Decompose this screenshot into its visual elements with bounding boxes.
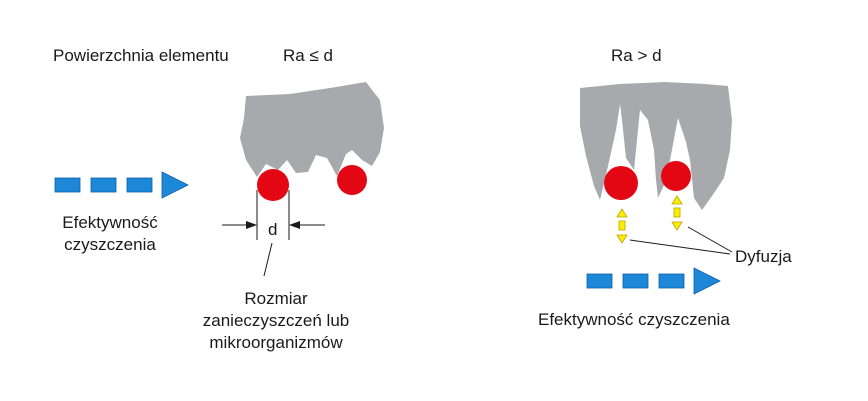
- dimension-arrow-left-head: [246, 221, 257, 229]
- diffusion-arrow-1: [616, 208, 628, 244]
- diffusion-leader-1: [629, 239, 731, 255]
- flow-dash-2: [90, 177, 117, 193]
- particle-right-1: [604, 166, 638, 200]
- condition-label-left: Ra ≤ d: [283, 46, 333, 65]
- size-leader-line: [263, 242, 273, 277]
- flow-label-left: Efektywność czyszczenia: [50, 212, 170, 256]
- size-label: Rozmiar zanieczyszczeń lub mikroorganizm…: [176, 288, 376, 354]
- particle-left-2: [337, 165, 367, 195]
- size-label-line1: Rozmiar: [244, 289, 308, 308]
- diffusion-label: Dyfuzja: [735, 247, 792, 266]
- flow-arrow-left: [54, 171, 189, 199]
- particle-left-1: [257, 169, 289, 201]
- flow-arrowhead: [161, 171, 189, 199]
- surface-shape-left: [240, 82, 384, 177]
- diffusion-arrow-1-down: [616, 234, 628, 244]
- size-label-line3: mikroorganizmów: [209, 333, 343, 352]
- flow-label-left-line1: Efektywność: [62, 213, 158, 232]
- flow-arrowhead-right: [693, 267, 721, 295]
- flow-arrow-right: [586, 267, 721, 295]
- dimension-arrow-right-head: [289, 221, 300, 229]
- surface-shape-right: [580, 82, 732, 210]
- flow-dash-r2: [622, 273, 649, 289]
- dimension-label: d: [268, 220, 278, 239]
- diffusion-leader-2: [687, 226, 733, 253]
- particle-right-2: [661, 161, 691, 191]
- diffusion-arrow-1-up: [616, 208, 628, 218]
- surface-label: Powierzchnia elementu: [53, 46, 229, 65]
- diffusion-arrow-2-bar: [673, 207, 681, 218]
- diffusion-arrow-2: [671, 195, 683, 231]
- flow-dash-r3: [658, 273, 685, 289]
- size-label-line2: zanieczyszczeń lub: [202, 311, 350, 330]
- flow-label-left-line2: czyszczenia: [64, 235, 156, 254]
- flow-label-right: Efektywność czyszczenia: [538, 310, 730, 329]
- flow-dash-r1: [586, 273, 613, 289]
- condition-label-right: Ra > d: [611, 46, 662, 65]
- diffusion-arrow-1-bar: [618, 220, 626, 231]
- diffusion-arrow-2-down: [671, 221, 683, 231]
- diffusion-arrow-2-up: [671, 195, 683, 205]
- flow-dash-1: [54, 177, 81, 193]
- flow-dash-3: [126, 177, 153, 193]
